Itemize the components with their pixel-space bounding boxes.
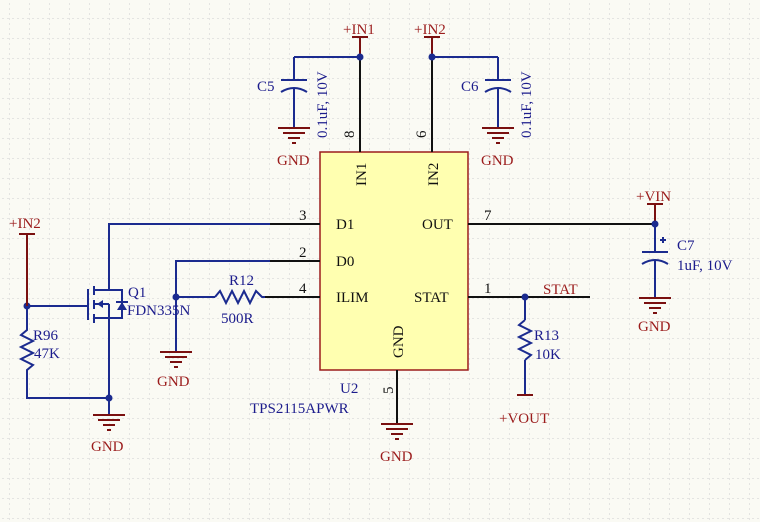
ic-u2[interactable] bbox=[319, 151, 469, 371]
pin-ilim-name: ILIM bbox=[336, 290, 369, 306]
power-in1-label: +IN1 bbox=[343, 22, 375, 38]
mosfet-q1[interactable] bbox=[87, 282, 128, 330]
c5-ref-label: C5 bbox=[257, 79, 275, 95]
pin-stat-number: 1 bbox=[484, 281, 492, 297]
c7-ref-label: C7 bbox=[677, 238, 695, 254]
pin-ilim-number: 4 bbox=[299, 281, 307, 297]
gnd-label-c6: GND bbox=[481, 153, 514, 169]
c6-value-label: 0.1uF, 10V bbox=[519, 71, 535, 138]
gnd-symbol-c6 bbox=[482, 127, 514, 144]
gnd-label-c5: GND bbox=[277, 153, 310, 169]
wire-d0-to-gnd bbox=[175, 260, 270, 352]
gnd-label-q1: GND bbox=[91, 439, 124, 455]
power-in2-left-symbol bbox=[19, 233, 35, 306]
r12-ref-label: R12 bbox=[229, 273, 254, 289]
ic-pins bbox=[265, 57, 655, 424]
power-vin-label: +VIN bbox=[636, 189, 671, 205]
wire-d1-to-q1 bbox=[108, 223, 270, 282]
resistor-r13[interactable] bbox=[516, 319, 534, 361]
power-vout-label: +VOUT bbox=[499, 411, 549, 427]
r96-ref-label: R96 bbox=[33, 328, 59, 344]
net-stat-label: STAT bbox=[543, 282, 578, 298]
resistor-r96[interactable] bbox=[18, 306, 109, 399]
gnd-symbol-c7 bbox=[639, 297, 671, 314]
pin-gnd-number: 5 bbox=[381, 387, 397, 395]
c7-value-label: 1uF, 10V bbox=[677, 258, 733, 274]
gnd-label-u2: GND bbox=[380, 449, 413, 465]
pin-in1-number: 8 bbox=[342, 131, 358, 139]
r12-value-label: 500R bbox=[221, 311, 254, 327]
pin-d0-name: D0 bbox=[336, 254, 354, 270]
pin-gnd-name: GND bbox=[391, 325, 407, 358]
gnd-symbol-q1 bbox=[93, 414, 125, 431]
r13-ref-label: R13 bbox=[534, 328, 559, 344]
gnd-label-r12: GND bbox=[157, 374, 190, 390]
pin-d0-number: 2 bbox=[299, 245, 307, 261]
gnd-symbol-c5 bbox=[278, 127, 310, 144]
gnd-symbol-r12 bbox=[160, 351, 192, 368]
pin-d1-name: D1 bbox=[336, 217, 354, 233]
pin-out-number: 7 bbox=[484, 208, 492, 224]
ic-part-label: TPS2115APWR bbox=[250, 401, 349, 417]
pin-stat-name: STAT bbox=[414, 290, 449, 306]
pin-out-name: OUT bbox=[422, 217, 453, 233]
power-in2-left-label: +IN2 bbox=[9, 216, 41, 232]
q1-ref-label: Q1 bbox=[128, 285, 146, 301]
r96-value-label: 47K bbox=[34, 346, 60, 362]
pin-d1-number: 3 bbox=[299, 208, 307, 224]
pin-in2-name: IN2 bbox=[426, 163, 442, 186]
r13-value-label: 10K bbox=[535, 347, 561, 363]
gnd-label-c7: GND bbox=[638, 319, 671, 335]
ic-ref-label: U2 bbox=[340, 381, 358, 397]
c6-ref-label: C6 bbox=[461, 79, 479, 95]
q1-value-label: FDN335N bbox=[127, 303, 191, 319]
c5-value-label: 0.1uF, 10V bbox=[315, 71, 331, 138]
ic-body bbox=[319, 151, 469, 371]
resistor-r12[interactable] bbox=[214, 288, 265, 306]
gnd-symbol-u2 bbox=[381, 423, 413, 440]
power-in2-top-label: +IN2 bbox=[414, 22, 446, 38]
pin-in2-number: 6 bbox=[414, 130, 430, 138]
pin-in1-name: IN1 bbox=[354, 163, 370, 186]
